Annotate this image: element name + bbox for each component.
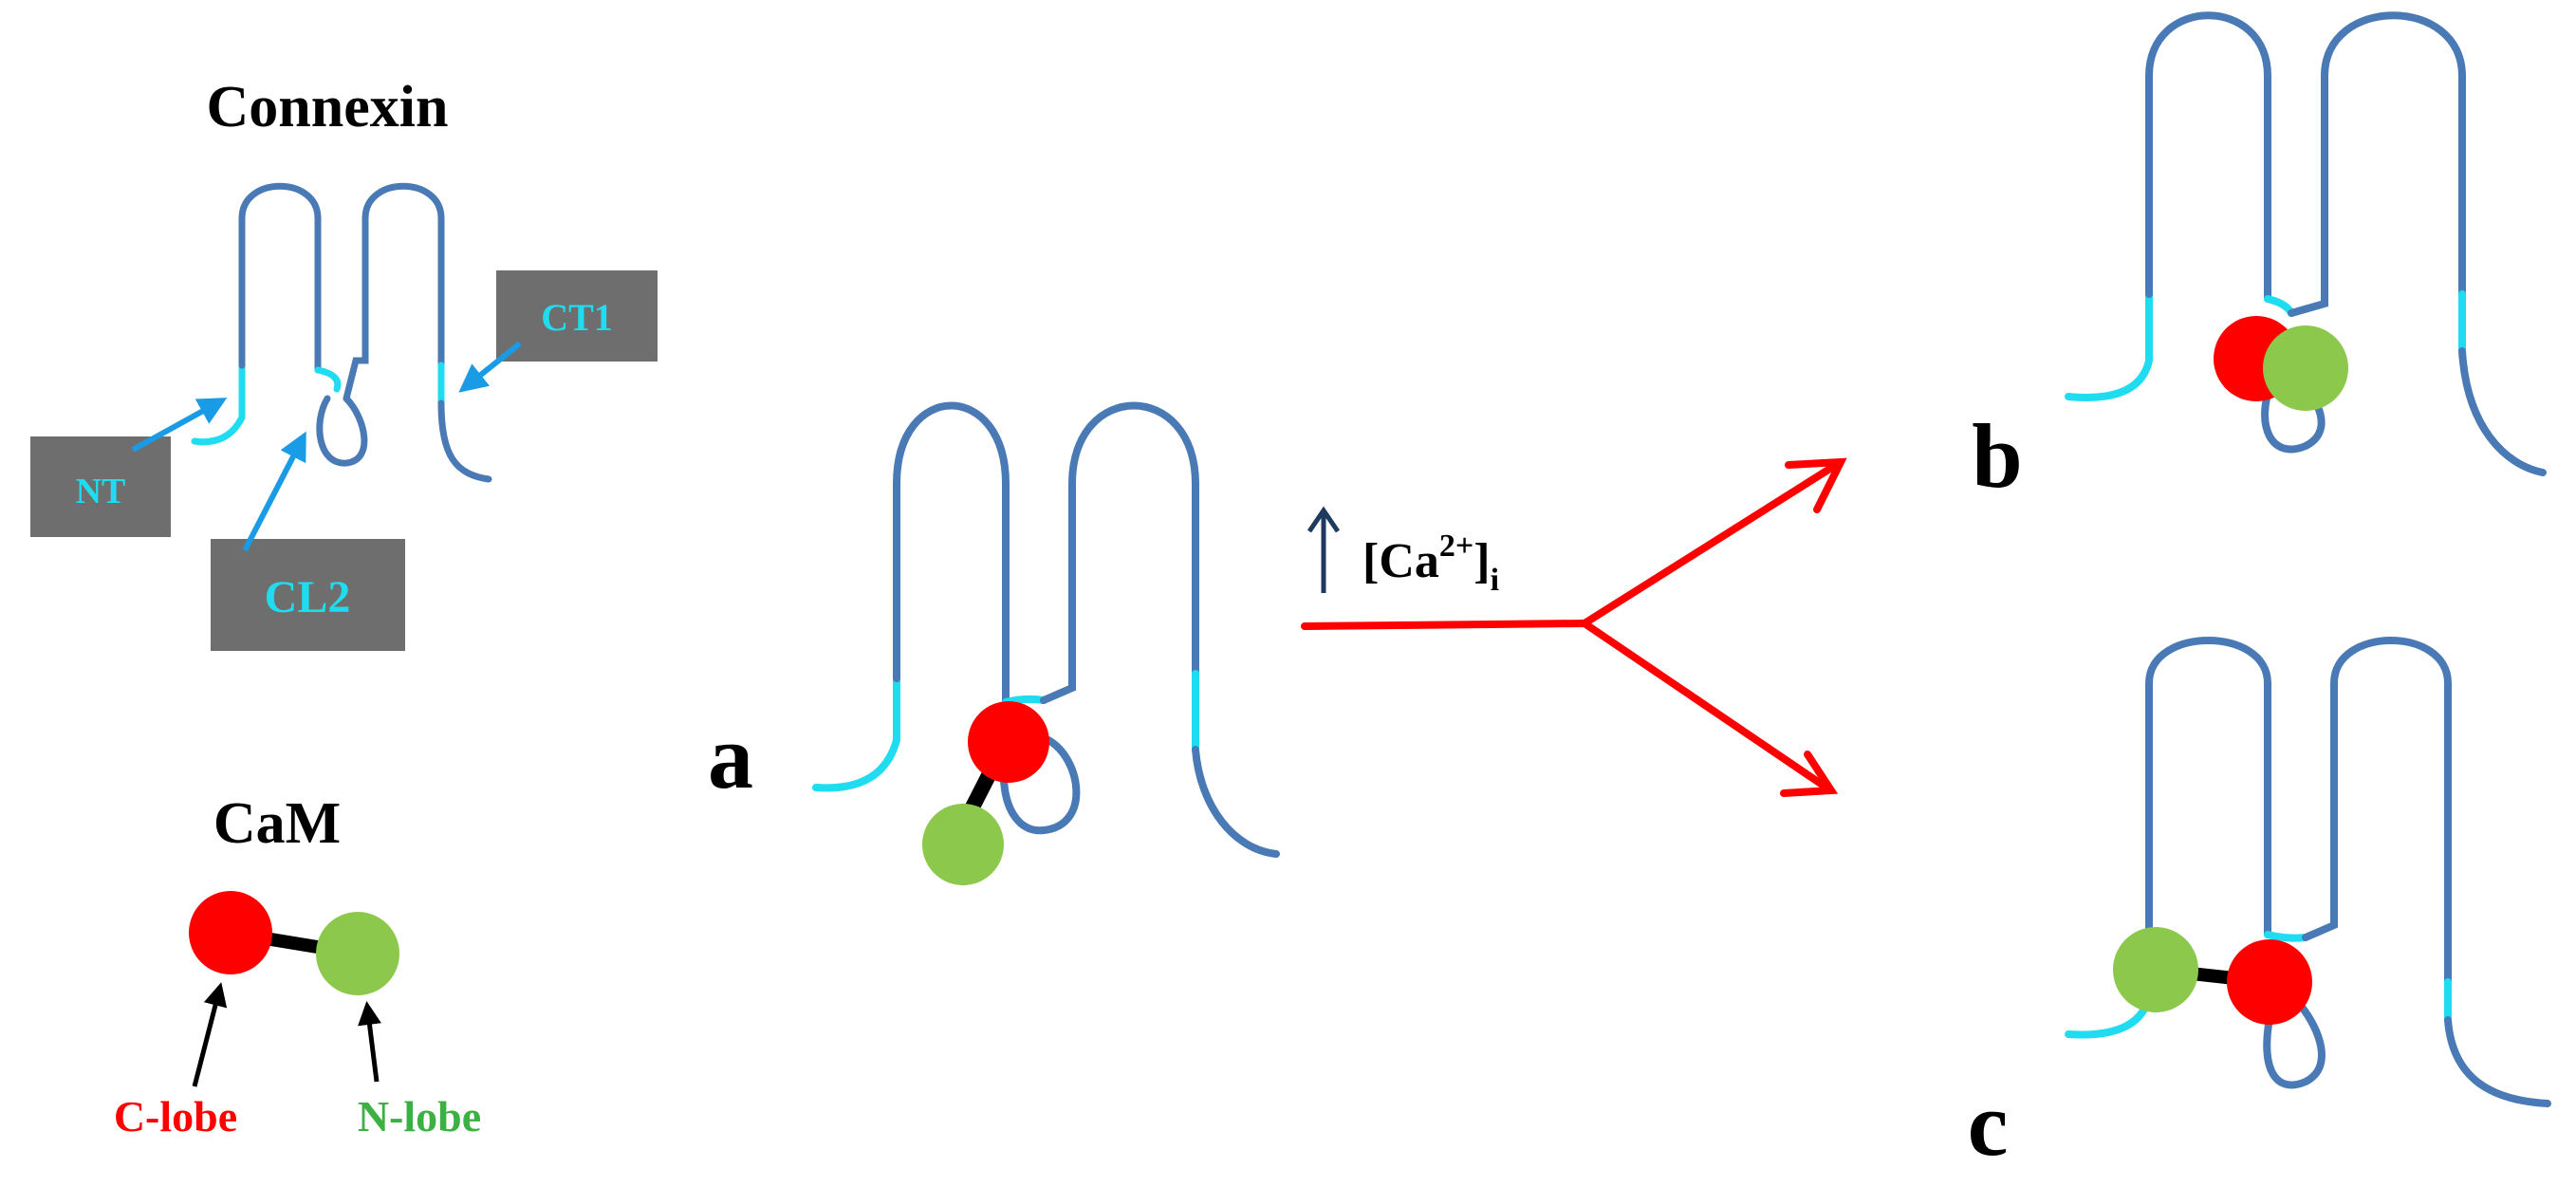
n-lobe-pointer-arrow bbox=[358, 1001, 381, 1083]
branch-up-arrowhead bbox=[1785, 457, 1847, 513]
connexin-loop-1 bbox=[238, 182, 322, 374]
connexin-legend: Connexin NT CL2 CT1 bbox=[30, 75, 658, 651]
branch-down-arrowhead bbox=[1780, 751, 1839, 797]
cam-legend: CaM C-lobe N-lobe bbox=[114, 791, 481, 1141]
panel-b: b bbox=[1972, 11, 2547, 507]
cl2-segment bbox=[314, 366, 342, 393]
branch-up bbox=[1581, 461, 1840, 627]
cl2-label: CL2 bbox=[265, 572, 351, 622]
connexin-loop-2 bbox=[343, 182, 445, 402]
branching-arrows bbox=[1301, 457, 1847, 797]
cl2-pointer-arrow bbox=[242, 431, 306, 552]
panel-c-connexin bbox=[2065, 637, 2551, 1107]
panel-b-n-lobe bbox=[2263, 325, 2348, 411]
ct1-pointer-arrow bbox=[458, 341, 522, 393]
n-lobe-label: N-lobe bbox=[358, 1092, 481, 1141]
connexin-small-topology bbox=[191, 182, 492, 483]
cl2-small-loop bbox=[316, 395, 368, 467]
panel-a-n-lobe bbox=[922, 804, 1004, 885]
panel-a-c-lobe bbox=[968, 701, 1049, 783]
calcium-label: [Ca2+]i bbox=[1362, 529, 1499, 598]
n-lobe-circle bbox=[316, 912, 399, 995]
nt-label: NT bbox=[76, 472, 126, 511]
panel-a: a bbox=[708, 401, 1280, 885]
c-lobe-label: C-lobe bbox=[114, 1092, 237, 1141]
nt-segment bbox=[191, 362, 246, 446]
cam-title: CaM bbox=[213, 791, 341, 856]
up-arrow-icon bbox=[1307, 506, 1341, 533]
ct1-label: CT1 bbox=[541, 296, 613, 339]
panel-c-label: c bbox=[1968, 1073, 2009, 1175]
nt-label-box bbox=[30, 436, 171, 537]
panel-a-label: a bbox=[708, 706, 753, 807]
connexin-title: Connexin bbox=[207, 75, 449, 139]
ct-tail bbox=[437, 399, 492, 483]
cl2-label-box bbox=[211, 539, 405, 651]
nt-pointer-arrow bbox=[131, 398, 228, 453]
panel-c: c bbox=[1968, 637, 2551, 1175]
ct1-label-box bbox=[496, 270, 658, 362]
panel-a-connexin bbox=[812, 401, 1280, 858]
panel-c-c-lobe bbox=[2227, 939, 2312, 1025]
c-lobe-circle bbox=[189, 891, 272, 974]
panel-c-n-lobe bbox=[2113, 927, 2198, 1012]
branch-stem bbox=[1301, 620, 1588, 630]
panel-b-label: b bbox=[1972, 405, 2022, 507]
calcium-stimulus: [Ca2+]i bbox=[1307, 506, 1499, 598]
c-lobe-pointer-arrow bbox=[192, 982, 228, 1087]
branch-down bbox=[1581, 620, 1830, 791]
